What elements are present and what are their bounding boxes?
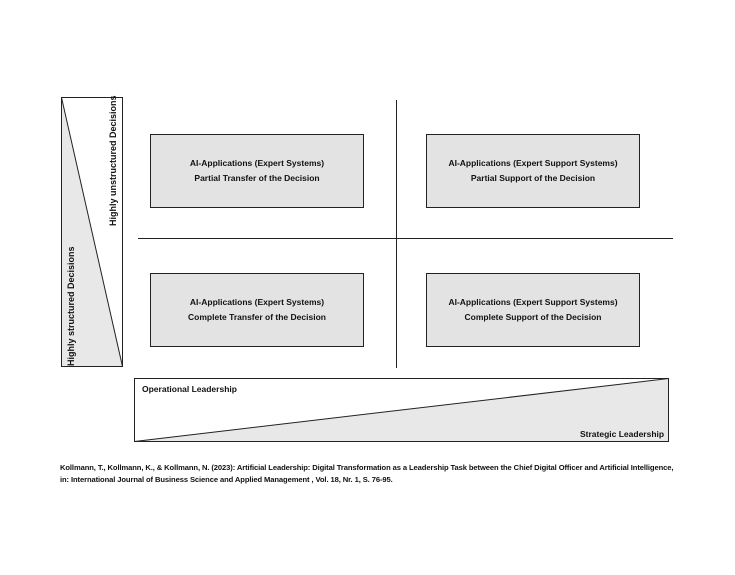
strategic-leadership-label: Strategic Leadership [580,429,665,439]
citation-line: in: International Journal of Business Sc… [60,475,393,484]
quadrant-vertical-divider [396,100,397,368]
quadrant-box-partial-transfer: AI-Applications (Expert Systems) Partial… [150,134,364,208]
operational-leadership-label: Operational Leadership [142,384,237,394]
source-citation: Kollmann, T., Kollmann, K., & Kollmann, … [60,462,700,486]
box-subtitle: Complete Support of the Decision [464,312,602,322]
quadrant-box-partial-support: AI-Applications (Expert Support Systems)… [426,134,640,208]
box-subtitle: Partial Support of the Decision [470,173,596,183]
quadrant-box-complete-support: AI-Applications (Expert Support Systems)… [426,273,640,347]
box-title: AI-Applications (Expert Support Systems) [448,297,618,307]
leadership-indicator-border [134,378,669,442]
quadrant-horizontal-divider [138,238,673,239]
box-title: AI-Applications (Expert Support Systems) [448,158,618,168]
structure-indicator-border [61,97,123,367]
box-title: AI-Applications (Expert Systems) [189,158,325,168]
box-subtitle: Complete Transfer of the Decision [188,312,326,322]
unstructured-decisions-label: Highly unstructured Decisions [108,95,118,226]
box-subtitle: Partial Transfer of the Decision [194,173,320,183]
quadrant-box-complete-transfer: AI-Applications (Expert Systems) Complet… [150,273,364,347]
structure-diagonal [61,97,123,367]
leadership-diagonal [134,378,669,442]
decision-structure-wedge [61,97,123,367]
citation-line: Kollmann, T., Kollmann, K., & Kollmann, … [60,463,674,472]
box-title: AI-Applications (Expert Systems) [189,297,325,307]
structured-decisions-label: Highly structured Decisions [66,246,76,366]
leadership-level-wedge [134,378,669,442]
